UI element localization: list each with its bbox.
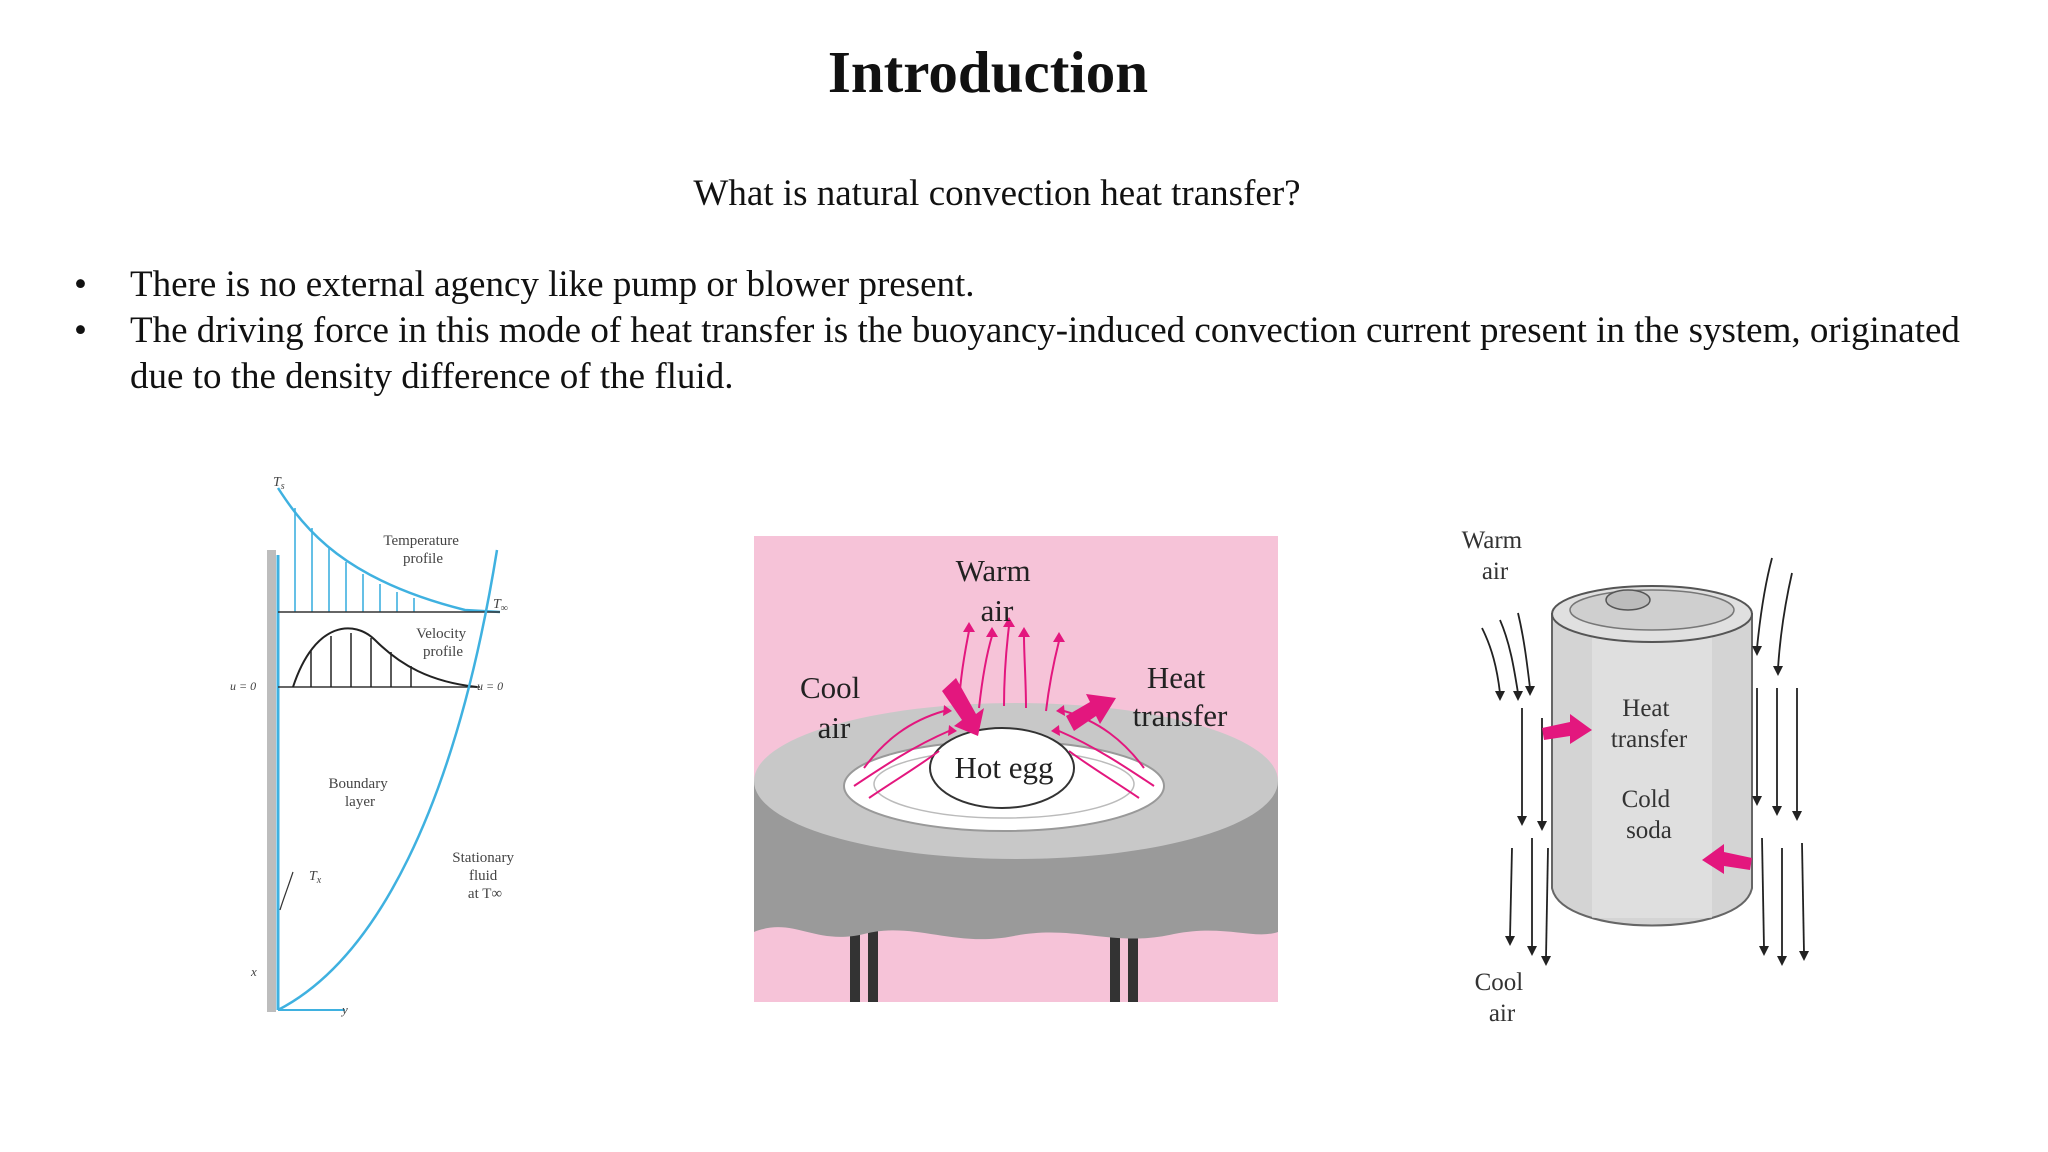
heat-transfer-label: Heat transfer: [1611, 695, 1688, 753]
heat-transfer-label: Heat transfer: [1133, 660, 1228, 733]
temperature-profile-label: Temperature profile: [383, 533, 462, 567]
cool-air-label: Cool air: [800, 670, 868, 745]
heat-arrow-right-icon: [1066, 694, 1116, 731]
u0-right-label: u = 0: [477, 679, 503, 693]
velocity-profile-label: Velocity profile: [416, 626, 470, 660]
cold-soda-label: Cold soda: [1622, 786, 1677, 844]
temperature-profile-hatch: [294, 508, 415, 612]
bullet-dot-icon: •: [74, 264, 87, 305]
air-arrowheads: [1495, 646, 1809, 966]
boundary-layer-figure: Ts Temperature profile T∞ Velocity profi…: [230, 475, 517, 1017]
air-arrows: [1481, 557, 1805, 959]
bullet-text: There is no external agency like pump or…: [130, 264, 975, 305]
tx-label: Tx: [309, 869, 322, 886]
temperature-profile-curve: [276, 487, 501, 614]
hot-egg-label: Hot egg: [954, 750, 1053, 785]
ts-label: Ts: [273, 475, 285, 492]
u0-left-label: u = 0: [230, 679, 256, 693]
stationary-fluid-label: Stationary fluid at T∞: [452, 850, 517, 902]
tx-pointer: [279, 871, 294, 911]
cold-soda-figure: Warm air Heat transfer Cold soda Cool ai…: [1462, 527, 1809, 1027]
can-highlight: [1592, 618, 1712, 918]
can-lid-inner: [1569, 589, 1735, 631]
slide-title: Introduction: [827, 39, 1149, 105]
tinf-label: T∞: [493, 597, 508, 614]
warm-air-label: Warm air: [1462, 527, 1529, 585]
convection-arrowheads: [943, 617, 1065, 736]
x-axis-label: x: [250, 964, 257, 979]
cool-air-label: Cool air: [1475, 969, 1530, 1027]
velocity-profile-curve: [292, 627, 478, 688]
bullet-item: • There is no external agency like pump …: [68, 262, 1988, 308]
table-legs: [850, 928, 1138, 1002]
slide-subtitle: What is natural convection heat transfer…: [693, 173, 1301, 214]
heat-arrow-in-right-icon: [1702, 844, 1752, 874]
velocity-arrows: [310, 633, 412, 687]
hot-egg: [929, 727, 1075, 809]
warm-air-label: Warm air: [956, 553, 1039, 628]
y-axis-label: y: [340, 1002, 348, 1017]
heat-arrow-in-left-icon: [1542, 714, 1592, 744]
bullet-text: The driving force in this mode of heat t…: [130, 310, 1960, 397]
can-tab: [1605, 589, 1651, 611]
hot-egg-figure: Warm air Cool air Heat transfer Hot egg: [754, 536, 1278, 1002]
vertical-plate: [267, 550, 276, 1012]
boundary-layer-edge: [277, 549, 499, 1012]
heat-arrow-left-icon: [942, 678, 984, 736]
bullet-item: • The driving force in this mode of heat…: [68, 308, 1988, 400]
boundary-layer-label: Boundary layer: [329, 776, 392, 810]
bullet-list: • There is no external agency like pump …: [68, 262, 1988, 400]
bullet-dot-icon: •: [74, 310, 87, 351]
